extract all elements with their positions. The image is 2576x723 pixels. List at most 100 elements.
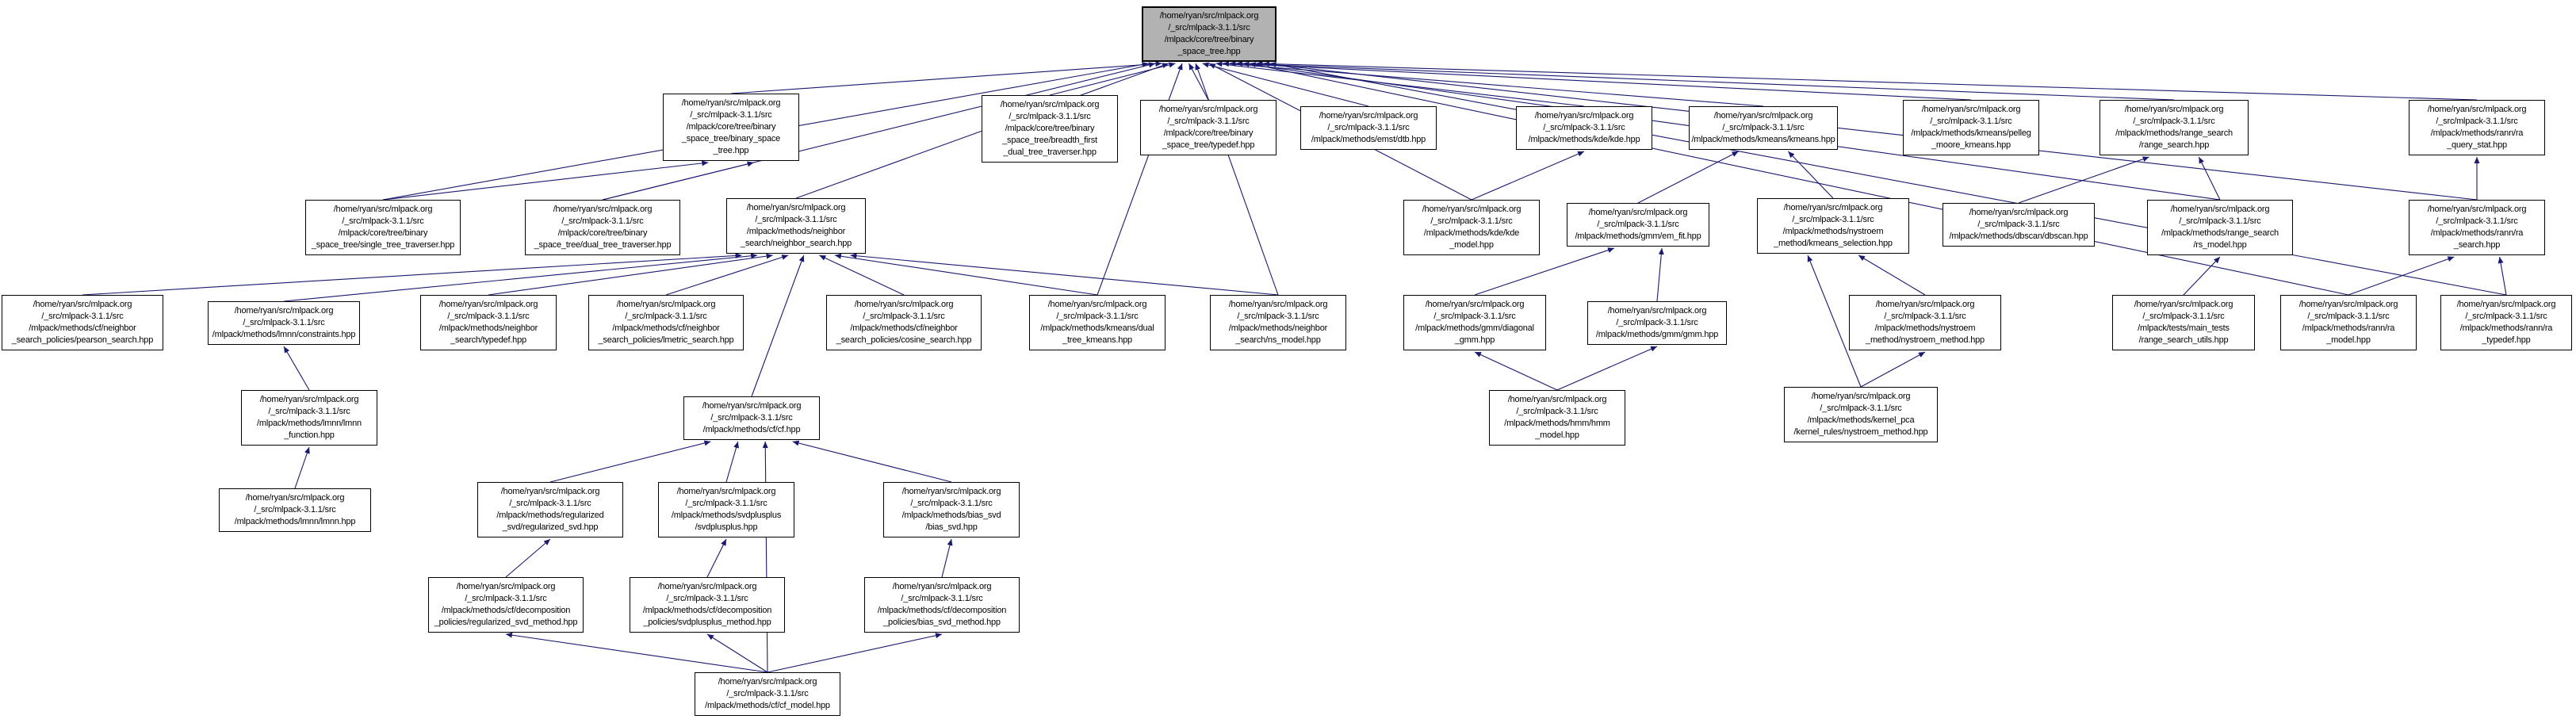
graph-node-n25[interactable]: /home/ryan/src/mlpack.org/_src/mlpack-3.… (1210, 295, 1346, 350)
node-label-line: /home/ryan/src/mlpack.org (1607, 306, 1707, 316)
graph-node-n9[interactable]: /home/ryan/src/mlpack.org/_src/mlpack-3.… (2409, 100, 2545, 155)
node-label-line: /_src/mlpack-3.1.1/src (755, 215, 837, 224)
graph-node-n32[interactable]: /home/ryan/src/mlpack.org/_src/mlpack-3.… (241, 390, 377, 446)
graph-node-n4[interactable]: /home/ryan/src/mlpack.org /_src/mlpack-3.… (1300, 106, 1437, 150)
node-label-line: /home/ryan/src/mlpack.org (456, 582, 556, 591)
node-label-line: /mlpack/methods/range_search (2115, 128, 2233, 138)
node-label-line: /_src/mlpack-3.1.1/src (1056, 312, 1139, 321)
node-label-line: /_src/mlpack-3.1.1/src (1009, 112, 1091, 121)
node-label-line: /range_search_utils.hpp (2138, 335, 2229, 345)
node-label-line: _search.hpp (2453, 240, 2501, 250)
graph-node-n16[interactable]: /home/ryan/src/mlpack.org/_src/mlpack-3.… (1943, 203, 2095, 247)
graph-node-n35[interactable]: /home/ryan/src/mlpack.org/_src/mlpack-3.… (1784, 387, 1938, 442)
graph-node-n23[interactable]: /home/ryan/src/mlpack.org/_src/mlpack-3.… (826, 295, 982, 350)
graph-node-root-binary-space-tree[interactable]: /home/ryan/src/mlpack.org/_src/mlpack-3.… (1142, 6, 1277, 62)
graph-node-n31[interactable]: /home/ryan/src/mlpack.org/_src/mlpack-3.… (2440, 295, 2572, 350)
graph-edge-n5-n0 (1215, 61, 1585, 107)
node-label-line: /_src/mlpack-3.1.1/src (2142, 312, 2225, 321)
graph-node-n10[interactable]: /home/ryan/src/mlpack.org/_src/mlpack-3.… (305, 200, 461, 255)
graph-node-n13[interactable]: /home/ryan/src/mlpack.org/_src/mlpack-3.… (1403, 200, 1540, 255)
graph-node-n33[interactable]: /home/ryan/src/mlpack.org/_src/mlpack-3.… (683, 396, 820, 440)
node-label-line: /mlpack/methods/gmm/diagonal (1415, 323, 1534, 333)
node-label-line: _space_tree/dual_tree_traverser.hpp (534, 240, 672, 250)
node-label-line: /home/ryan/src/mlpack.org (2298, 300, 2398, 309)
graph-node-n8[interactable]: /home/ryan/src/mlpack.org/_src/mlpack-3.… (2099, 100, 2249, 155)
graph-node-n14[interactable]: /home/ryan/src/mlpack.org/_src/mlpack-3.… (1567, 203, 1709, 247)
node-label-line: /mlpack/methods/neighbor (438, 323, 538, 333)
graph-node-n43[interactable]: /home/ryan/src/mlpack.org/_src/mlpack-3.… (695, 672, 840, 716)
node-label-line: _method/nystroem_method.hpp (1866, 335, 1985, 345)
graph-edge-n15-n6 (1787, 151, 1834, 199)
node-label-line: /home/ryan/src/mlpack.org (259, 395, 359, 404)
node-label-line: _space_tree.hpp (1177, 47, 1241, 56)
graph-edge-n7-n0 (1229, 60, 1972, 101)
graph-node-n5[interactable]: /home/ryan/src/mlpack.org/_src/mlpack-3.… (1516, 106, 1652, 150)
graph-node-n24[interactable]: /home/ryan/src/mlpack.org /_src/mlpack-3.… (1029, 295, 1166, 350)
node-label-line: /home/ryan/src/mlpack.org (657, 582, 757, 591)
graph-node-n38[interactable]: /home/ryan/src/mlpack.org/_src/mlpack-3.… (658, 482, 794, 537)
graph-node-n11[interactable]: /home/ryan/src/mlpack.org/_src/mlpack-3.… (525, 200, 680, 255)
graph-node-n36[interactable]: /home/ryan/src/mlpack.org/_src/mlpack-3.… (219, 488, 371, 532)
node-label-line: /mlpack/methods/cf/decomposition (877, 606, 1007, 615)
node-label-line: /home/ryan/src/mlpack.org (2456, 300, 2556, 309)
graph-node-n29[interactable]: /home/ryan/src/mlpack.org/_src/mlpack-3.… (2112, 295, 2255, 350)
graph-node-n3[interactable]: /home/ryan/src/mlpack.org/_src/mlpack-3.… (1140, 100, 1277, 155)
graph-node-n26[interactable]: /home/ryan/src/mlpack.org/_src/mlpack-3.… (1403, 295, 1546, 350)
graph-node-n18[interactable]: /home/ryan/src/mlpack.org /_src/mlpack-3.… (2409, 200, 2545, 255)
node-label-line: /mlpack/methods/svdplusplus (671, 511, 782, 520)
node-label-line: /home/ryan/src/mlpack.org (676, 487, 776, 496)
graph-node-n19[interactable]: /home/ryan/src/mlpack.org/_src/mlpack-3.… (2, 295, 163, 350)
graph-edge-n21-n12 (488, 253, 773, 296)
node-label-line: /_src/mlpack-3.1.1/src (2436, 216, 2518, 226)
node-label-line: /_src/mlpack-3.1.1/src (243, 318, 325, 327)
node-label-line: /mlpack/methods/neighbor (1228, 323, 1328, 333)
graph-node-n37[interactable]: /home/ryan/src/mlpack.org/_src/mlpack-3.… (477, 482, 623, 537)
node-label-line: /mlpack/core/tree/binary (338, 228, 428, 238)
graph-edge-n19-n12 (82, 252, 742, 296)
graph-node-n17[interactable]: /home/ryan/src/mlpack.org/_src/mlpack-3.… (2147, 200, 2293, 255)
graph-node-n41[interactable]: /home/ryan/src/mlpack.org/_src/mlpack-3.… (630, 577, 785, 633)
graph-node-n7[interactable]: /home/ryan/src/mlpack.org/_src/mlpack-3.… (1903, 100, 2039, 155)
node-label-line: /_src/mlpack-3.1.1/src (1167, 117, 1250, 126)
graph-node-n30[interactable]: /home/ryan/src/mlpack.org/_src/mlpack-3.… (2280, 295, 2417, 350)
graph-node-n2[interactable]: /home/ryan/src/mlpack.org/_src/mlpack-3.… (982, 95, 1118, 163)
graph-node-n27[interactable]: /home/ryan/src/mlpack.org/_src/mlpack-3.… (1587, 301, 1727, 345)
graph-node-n42[interactable]: /home/ryan/src/mlpack.org/_src/mlpack-3.… (864, 577, 1020, 633)
graph-node-n21[interactable]: /home/ryan/src/mlpack.org/_src/mlpack-3.… (420, 295, 557, 350)
graph-node-n20[interactable]: /home/ryan/src/mlpack.org/_src/mlpack-3.… (208, 301, 360, 345)
node-label-line: /svdplusplus.hpp (695, 522, 758, 532)
graph-node-n34[interactable]: /home/ryan/src/mlpack.org/_src/mlpack-3.… (1489, 390, 1625, 446)
graph-node-n40[interactable]: /home/ryan/src/mlpack.org /_src/mlpack-3.… (428, 577, 584, 633)
node-label-line: _policies/bias_svd_method.hpp (883, 618, 1001, 627)
graph-node-n12[interactable]: /home/ryan/src/mlpack.org/_src/mlpack-3.… (726, 198, 866, 254)
node-label-line: /_src/mlpack-3.1.1/src (447, 312, 530, 321)
graph-node-n1[interactable]: /home/ryan/src/mlpack.org/_src/mlpack-3.… (663, 94, 799, 161)
node-label-line: /_src/mlpack-3.1.1/src (2436, 117, 2518, 126)
node-label-line: /home/ryan/src/mlpack.org (1319, 111, 1418, 120)
node-label-line: /_src/mlpack-3.1.1/src (1327, 123, 1410, 132)
node-label-line: /_src/mlpack-3.1.1/src (690, 110, 772, 120)
node-label-line: /home/ryan/src/mlpack.org (1969, 208, 2069, 217)
node-label-line: /home/ryan/src/mlpack.org (1534, 111, 1634, 120)
graph-node-n6[interactable]: /home/ryan/src/mlpack.org/_src/mlpack-3.… (1689, 106, 1838, 150)
graph-edge-n24-n12 (834, 253, 1098, 296)
graph-edge-n23-n12 (819, 254, 905, 296)
node-label-line: /_src/mlpack-3.1.1/src (1792, 215, 1874, 224)
node-label-line: _search_policies/lmetric_search.hpp (598, 335, 734, 345)
graph-edge-n25-n12 (850, 253, 1279, 296)
node-label-line: /_src/mlpack-3.1.1/src (465, 594, 547, 603)
node-label-line: /home/ryan/src/mlpack.org (1047, 300, 1147, 309)
node-label-line: /home/ryan/src/mlpack.org (1228, 300, 1328, 309)
graph-node-n28[interactable]: /home/ryan/src/mlpack.org/_src/mlpack-3.… (1849, 295, 2001, 350)
node-label-line: /home/ryan/src/mlpack.org (2427, 205, 2527, 214)
node-label-line: /home/ryan/src/mlpack.org (1507, 395, 1607, 404)
graph-node-n22[interactable]: /home/ryan/src/mlpack.org/_src/mlpack-3.… (588, 295, 744, 350)
graph-node-n39[interactable]: /home/ryan/src/mlpack.org/_src/mlpack-3.… (883, 482, 1020, 537)
node-label-line: /_src/mlpack-3.1.1/src (509, 499, 591, 508)
graph-node-n15[interactable]: /home/ryan/src/mlpack.org/_src/mlpack-3.… (1757, 198, 1909, 254)
graph-edge-n34-n27 (1556, 346, 1658, 391)
node-label-line: _dual_tree_traverser.hpp (1003, 147, 1097, 157)
graph-edge-n32-n20 (283, 346, 310, 391)
node-label-line: /rs_model.hpp (2193, 240, 2247, 250)
